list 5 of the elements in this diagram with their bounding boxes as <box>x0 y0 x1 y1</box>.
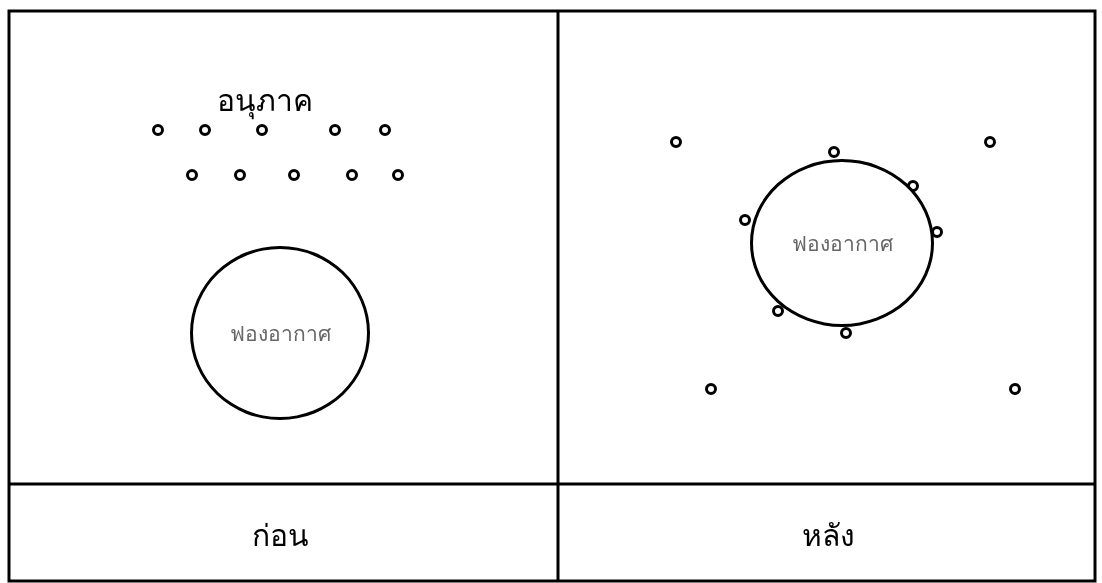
column-heading: หลัง <box>801 516 855 555</box>
column-heading: ก่อน <box>251 516 309 555</box>
bubble-label: ฟองอากาศ <box>229 320 331 348</box>
bubble-label: ฟองอากาศ <box>791 230 893 258</box>
particles-label: อนุภาค <box>217 81 313 122</box>
